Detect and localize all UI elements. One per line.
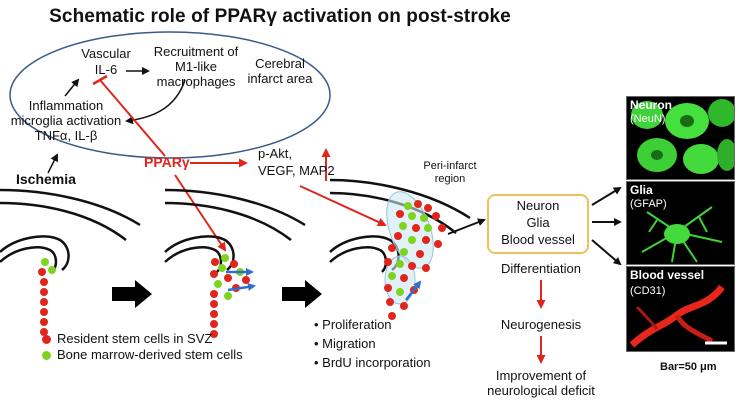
ppar-to-svz-arrow [174, 174, 227, 252]
differentiation-label: Differentiation [501, 261, 581, 276]
outcome-to-vessel-arrow [591, 239, 622, 266]
process-label: Migration [322, 336, 376, 351]
glia-marker: (GFAP) [630, 198, 667, 210]
peri-infarct-label-1: Peri-infarct [423, 160, 477, 172]
blood-vessel-title: Blood vessel [630, 268, 705, 282]
outcome-neuron-label: Neuron [516, 198, 560, 213]
brain-section-2 [164, 188, 306, 273]
periinfarct-to-outcome-arrow [447, 218, 486, 235]
scale-bar-label: Bar=50 μm [660, 361, 717, 373]
brain-section-3 [329, 178, 471, 273]
migration-arrow-2 [227, 282, 256, 292]
progression-arrow-2 [282, 280, 322, 308]
process-item: • BrdU incorporation [314, 353, 431, 372]
recruitment-label-2: M1-like [175, 59, 217, 74]
il6-label: IL-6 [94, 62, 118, 77]
legend-label-bone-marrow: Bone marrow-derived stem cells [57, 347, 243, 362]
cells-section-1 [38, 258, 56, 336]
blood-vessel-marker: (CD31) [630, 285, 666, 297]
outcome-box [487, 194, 589, 254]
progression-arrow-1 [112, 280, 152, 308]
outcome-vessel-label: Blood vessel [501, 232, 575, 247]
glia-micrograph: Glia (GFAP) [626, 181, 735, 265]
improvement-label-1: Improvement of [495, 368, 587, 383]
migration-arrow-3 [405, 280, 422, 301]
process-item: • Migration [314, 334, 431, 353]
improvement-label-2: neurological deficit [487, 383, 595, 398]
outcome-to-neuron-arrow [591, 186, 622, 206]
neuron-micrograph: Neuron (NeuN) [626, 96, 735, 180]
inflammation-label-2: microglia activation [10, 113, 122, 128]
vascular-label: Vascular [81, 46, 131, 61]
svz-highlight [384, 255, 416, 305]
effects-to-periinfarct-arrow [299, 185, 387, 227]
bullet-icon: • [314, 355, 323, 370]
inflammation-label-3: TNFα, IL-β [34, 128, 98, 143]
legend-label-resident: Resident stem cells in SVZ [57, 331, 213, 346]
ischemia-to-cycle-arrow [47, 153, 58, 174]
blood-vessel-image [629, 284, 727, 348]
red-dot-icon [42, 335, 51, 345]
peri-infarct-label-2: region [434, 173, 466, 185]
outcome-glia-label: Glia [526, 215, 550, 230]
legend-item-resident: Resident stem cells in SVZ [42, 331, 243, 347]
neuron-title: Neuron [630, 98, 672, 112]
effects-label-2: VEGF, MAP2 [258, 163, 335, 178]
diagram-title: Schematic role of PPARγ activation on po… [49, 6, 511, 27]
neuron-marker: (NeuN) [630, 113, 666, 125]
process-item: • Proliferation [314, 315, 431, 334]
process-label: Proliferation [322, 317, 392, 332]
process-list: • Proliferation • Migration • BrdU incor… [314, 315, 431, 372]
blood-vessel-micrograph: Blood vessel (CD31) [626, 266, 735, 352]
neuron-image [631, 99, 734, 174]
ppar-label: PPARγ [144, 154, 190, 170]
recruitment-label-3: macrophages [156, 74, 236, 89]
bullet-icon: • [314, 336, 323, 351]
neurogenesis-label: Neurogenesis [500, 317, 582, 332]
ischemia-label: Ischemia [16, 171, 76, 187]
effects-label-1: p-Akt, [258, 146, 292, 161]
cells-section-3 [384, 200, 446, 320]
inflammation-to-vascular-arrow [64, 78, 80, 97]
inflammation-cycle-ellipse [9, 31, 331, 159]
cerebral-label-1: Cerebral [255, 56, 305, 71]
recruitment-label-1: Recruitment of [153, 44, 239, 59]
legend: Resident stem cells in SVZ Bone marrow-d… [42, 331, 243, 363]
brain-section-1 [0, 188, 141, 273]
legend-item-bone-marrow: Bone marrow-derived stem cells [42, 347, 243, 363]
glia-image [641, 206, 723, 263]
cerebral-label-2: infarct area [247, 71, 313, 86]
green-dot-icon [42, 351, 51, 361]
glia-title: Glia [630, 183, 653, 197]
inflammation-label-1: Inflammation [28, 98, 104, 113]
process-label: BrdU incorporation [322, 355, 431, 370]
bullet-icon: • [314, 317, 323, 332]
ppar-inhibition-bar [92, 74, 108, 86]
ppar-inhibits-il6-line [99, 79, 166, 157]
